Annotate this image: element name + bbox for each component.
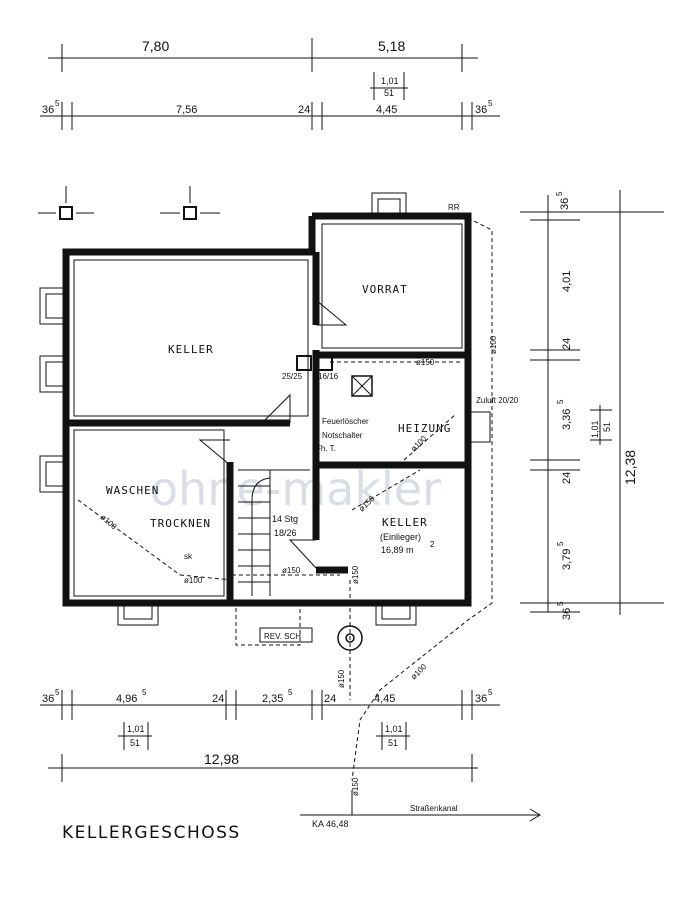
dim-bottom-seg1: 4,96: [116, 693, 137, 705]
dim-bottom-wall1: 24: [212, 693, 224, 705]
top-dimension-chain: [40, 38, 500, 130]
room-label-waschen: WASCHEN: [106, 484, 159, 497]
dim-bottom-wall-left: 36: [42, 693, 54, 705]
dim-right-top-sup: 5: [555, 191, 564, 196]
dim-bottom-window1: 1,01: [127, 724, 145, 734]
dim-bottom-seg2-sup: 5: [288, 688, 293, 697]
room-label-trocknen: TROCKNEN: [150, 517, 211, 530]
note-stairs-ratio: 18/26: [274, 528, 297, 538]
plan-title: KELLERGESCHOSS: [62, 823, 241, 843]
room-label-keller-einlieger: KELLER: [382, 516, 428, 529]
window-wells: [39, 192, 491, 626]
note-pipe-100-floor: ø100: [184, 576, 203, 585]
right-dimension-chain: [520, 190, 664, 615]
note-pipe-100-heizung: ø100: [409, 434, 429, 454]
note-pipe-150-out: ø150: [337, 669, 346, 688]
boiler-symbol: [351, 375, 373, 397]
note-sk: sk: [184, 552, 193, 561]
dim-bottom-wall-left-sup: 5: [55, 688, 60, 697]
dim-right-total: 12,38: [622, 450, 638, 485]
staircase: [238, 469, 310, 596]
dim-top-wall-right: 36: [475, 104, 487, 116]
dim-bottom-window2-sub: 51: [388, 738, 398, 748]
dim-right-bottom: 36: [561, 608, 573, 620]
note-pipe-100-right: ø100: [489, 335, 498, 354]
note-pipe-150-low: ø150: [351, 777, 360, 796]
note-pipe-150-heizung: ø150: [416, 358, 435, 367]
note-ka-level: KA 46,48: [312, 819, 349, 829]
dim-top-seg-mid: 24: [298, 104, 310, 116]
dim-right-seg2: 3,36: [561, 409, 573, 430]
dim-top-wall-left: 36: [42, 104, 54, 116]
dim-right-seg3: 3,79: [561, 549, 573, 570]
flue-shafts: [296, 355, 333, 371]
dim-top-wall-right-sup: 5: [488, 99, 493, 108]
dim-bottom-window2: 1,01: [385, 724, 403, 734]
dim-right-bottom-sup: 5: [556, 601, 565, 606]
dim-bottom-seg3: 4,45: [374, 693, 395, 705]
dim-bottom-seg2: 2,35: [262, 693, 283, 705]
dim-top-total-left: 7,80: [142, 38, 169, 54]
dim-right-seg2-sup: 5: [556, 399, 565, 404]
drain-pipes: [77, 217, 493, 781]
note-stairs-count: 14 Stg: [272, 514, 298, 524]
dim-top-total-right: 5,18: [378, 38, 405, 54]
note-flue-16: 16/16: [318, 372, 339, 381]
door-swings: [198, 299, 348, 569]
inspection-shaft: [235, 602, 363, 651]
room-area: 16,89 m: [381, 545, 414, 555]
dim-bottom-wall-right-sup: 5: [488, 688, 493, 697]
dim-right-window: 1,01: [590, 420, 600, 438]
dim-right-seg1: 4,01: [561, 271, 573, 292]
note-pipe-150-stair: ø150: [282, 566, 301, 575]
note-strassenkanal: Straßenkanal: [410, 804, 458, 813]
note-feuerloescher: Feuerlöscher: [322, 417, 369, 426]
watermark-text: ohne-makler: [150, 462, 441, 516]
note-pipe-100-waschen: ø100: [99, 513, 119, 532]
dim-top-chimney: 1,01: [381, 76, 399, 86]
dim-top-seg-right: 4,45: [376, 104, 397, 116]
dim-bottom-window1-sub: 51: [130, 738, 140, 748]
building-walls: [62, 212, 472, 607]
note-zuluft: Zuluft 20/20: [476, 396, 519, 405]
column-markers: [38, 186, 220, 220]
dim-bottom-wall-right: 36: [475, 693, 487, 705]
right-dimension-labels: 36 5 4,01 24 3,36 5 1,01 51 24 3,79 5 36…: [555, 191, 638, 620]
street-sewer-line: [300, 790, 541, 822]
bottom-dimension-chain: [40, 690, 500, 782]
note-notschalter: Notschalter: [322, 431, 363, 440]
dim-right-wall2: 24: [561, 472, 573, 484]
dim-top-wall-left-sup: 5: [55, 99, 60, 108]
dim-right-top: 36: [559, 198, 571, 210]
room-sublabel-einlieger: (Einlieger): [380, 532, 421, 542]
dim-top-chimney-sub: 51: [384, 88, 394, 98]
dim-right-seg3-sup: 5: [556, 541, 565, 546]
note-rr: RR: [448, 203, 460, 212]
room-label-vorrat: VORRAT: [362, 283, 408, 296]
note-pipe-150-vert: ø150: [351, 565, 360, 584]
room-label-heizung: HEIZUNG: [398, 422, 451, 435]
note-rev-sch: REV. SCH: [264, 632, 301, 641]
note-fh: Fh. T.: [316, 444, 336, 453]
dim-right-wall1: 24: [561, 338, 573, 350]
dim-right-window-sub: 51: [602, 422, 612, 432]
dim-bottom-wall2: 24: [324, 693, 336, 705]
note-flue-25: 25/25: [282, 372, 303, 381]
wall-liners: [73, 223, 463, 597]
dim-top-seg-left: 7,56: [176, 104, 197, 116]
dim-bottom-total: 12,98: [204, 751, 239, 767]
room-area-sup: 2: [430, 540, 435, 549]
dim-bottom-seg1-sup: 5: [142, 688, 147, 697]
room-label-keller: KELLER: [168, 343, 214, 356]
